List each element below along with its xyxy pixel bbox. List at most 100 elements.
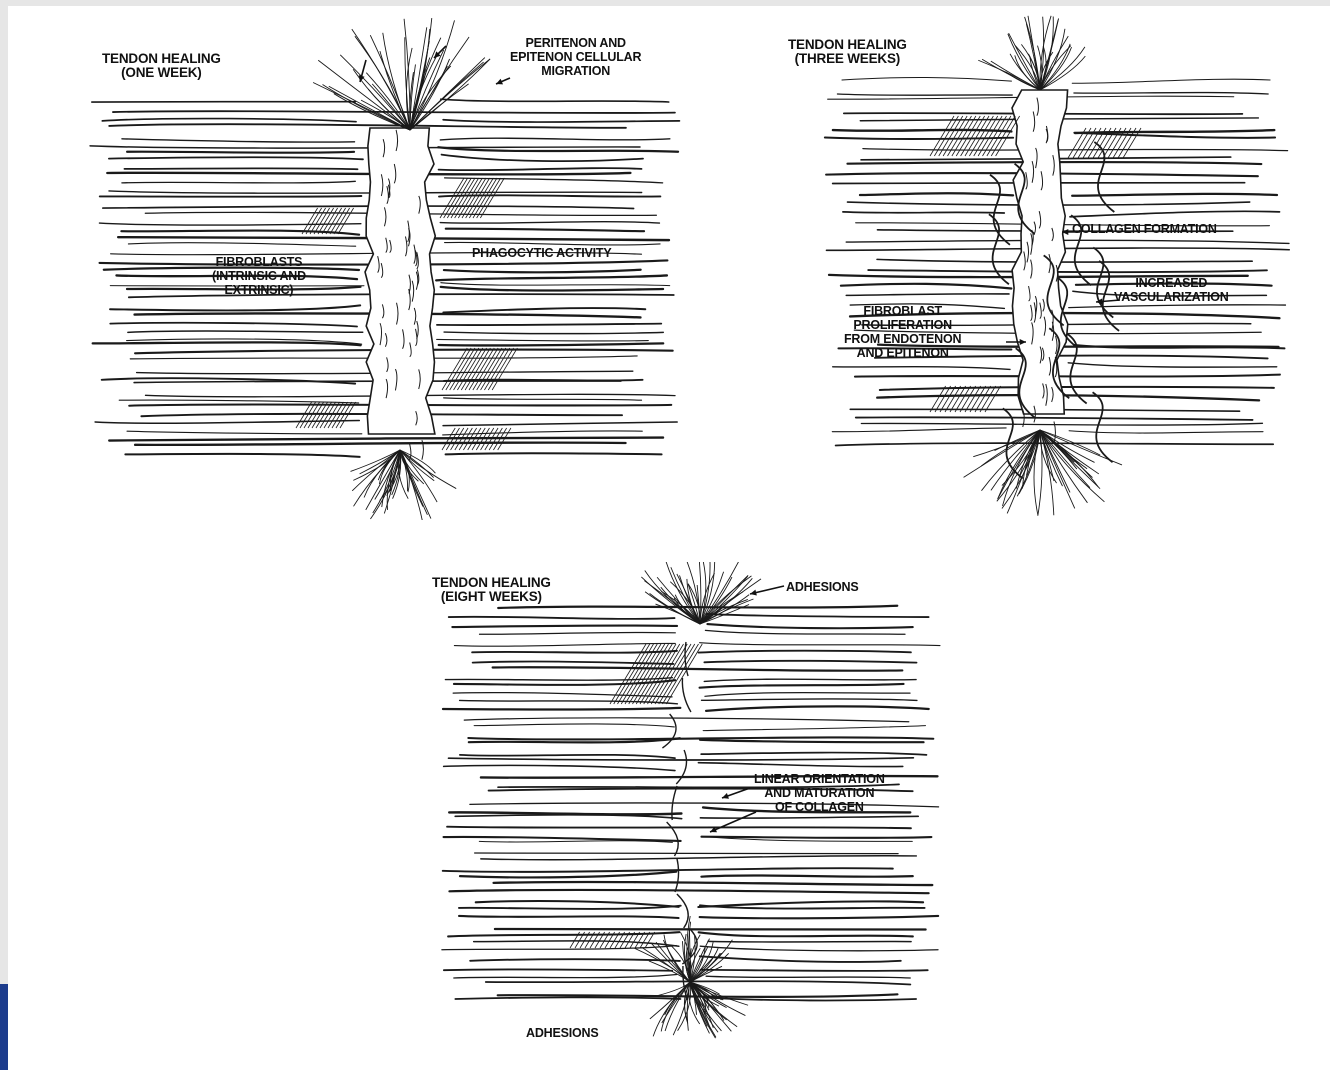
hatch-mark	[328, 402, 344, 428]
label-cellular-migration: PERITENON ANDEPITENON CELLULARMIGRATION	[510, 36, 641, 78]
hatch-mark	[477, 348, 502, 390]
collagen-fiber	[128, 331, 363, 332]
collagen-fiber	[93, 342, 361, 345]
collagen-fiber	[702, 699, 917, 701]
collagen-fiber	[109, 438, 663, 441]
collagen-fiber	[447, 827, 911, 829]
vessel-stroke	[990, 175, 1010, 245]
hatch-mark	[316, 402, 332, 428]
collagen-fiber	[439, 343, 663, 345]
collagen-fiber	[474, 724, 674, 727]
hatch-mark	[442, 348, 467, 390]
collagen-fiber	[699, 651, 911, 653]
collagen-fiber	[449, 890, 928, 893]
collagen-fiber	[700, 643, 940, 646]
collagen-fiber	[1072, 194, 1277, 196]
collagen-fiber	[700, 740, 924, 742]
collagen-fiber	[1072, 79, 1270, 83]
collagen-fiber	[868, 270, 1267, 272]
scar-contour	[677, 894, 688, 928]
label-fibroblast-proliferation: FIBROBLASTPROLIFERATIONFROM ENDOTENONAND…	[844, 304, 961, 360]
collagen-fiber	[1074, 93, 1268, 94]
collagen-fiber	[449, 617, 675, 619]
collagen-fiber	[444, 270, 641, 273]
collagen-fiber	[444, 837, 681, 841]
collagen-fiber	[440, 138, 669, 140]
hatch-mark	[455, 178, 479, 218]
collagen-fiber	[109, 157, 363, 159]
hatch-mark	[310, 208, 326, 234]
hatch-mark	[320, 402, 336, 428]
hatch-mark	[492, 348, 517, 390]
collagen-fiber	[701, 837, 931, 838]
collagen-fiber	[698, 901, 923, 907]
hatch-mark	[454, 348, 479, 390]
collagen-fiber	[128, 243, 355, 247]
collagen-fiber	[439, 168, 642, 170]
hatch-mark	[312, 402, 328, 428]
adhesion-strand	[340, 55, 410, 130]
collagen-fiber	[475, 853, 898, 854]
collagen-fiber	[701, 876, 912, 877]
tendon-repair-site	[365, 128, 435, 434]
hatch-mark	[334, 208, 350, 234]
collagen-fiber	[486, 981, 911, 984]
hatch-mark	[488, 348, 513, 390]
collagen-fiber	[498, 606, 897, 608]
tendon-repair-site	[1012, 90, 1068, 414]
arrow-head	[722, 793, 729, 799]
collagen-fiber	[476, 901, 679, 907]
collagen-fiber	[877, 259, 1252, 262]
adhesion-strand	[329, 86, 410, 130]
hatch-mark	[324, 402, 340, 428]
collagen-fiber	[708, 941, 911, 942]
collagen-fiber	[448, 932, 679, 936]
collagen-fiber	[135, 443, 625, 445]
collagen-fiber	[700, 956, 901, 962]
collagen-fiber	[460, 755, 675, 758]
hatch-mark	[473, 178, 497, 218]
hatch-mark	[440, 178, 464, 218]
hatch-mark	[306, 208, 322, 234]
collagen-fiber	[698, 763, 902, 767]
hatch-mark	[648, 644, 684, 704]
hatch-mark	[447, 178, 471, 218]
collagen-fiber	[90, 146, 640, 148]
collagen-fiber	[1075, 130, 1274, 133]
collagen-fiber	[459, 916, 678, 918]
collagen-fiber	[441, 287, 663, 291]
vessel-stroke	[1093, 392, 1113, 462]
collagen-fiber	[441, 283, 670, 286]
hatch-mark	[308, 402, 324, 428]
collagen-fiber	[706, 706, 929, 710]
collagen-fiber	[495, 929, 926, 930]
hatch-mark	[338, 208, 354, 234]
hatch-mark	[651, 644, 687, 704]
collagen-fiber	[479, 632, 675, 634]
collagen-fiber	[863, 149, 1288, 151]
label-increased-vascularization: INCREASEDVASCULARIZATION	[1114, 276, 1229, 304]
collagen-fiber	[700, 684, 904, 688]
scar-contour	[675, 858, 679, 892]
collagen-fiber	[100, 196, 362, 197]
collagen-fiber	[473, 662, 674, 664]
collagen-fiber	[119, 400, 358, 403]
collagen-fiber	[472, 651, 677, 653]
adhesion-strand	[661, 982, 690, 1031]
collagen-fiber	[833, 367, 1010, 370]
collagen-fiber	[125, 454, 359, 457]
panel-eight-weeks: TENDON HEALING(EIGHT WEEKS) ADHESIONS LI…	[420, 562, 960, 1062]
panel-title: TENDON HEALING(EIGHT WEEKS)	[432, 576, 551, 604]
collagen-fiber	[700, 816, 918, 818]
hatch-mark	[330, 208, 346, 234]
collagen-fiber	[880, 387, 1274, 390]
collagen-fiber	[445, 242, 660, 245]
collagen-fiber	[861, 423, 1262, 425]
hatch-mark	[326, 208, 342, 234]
collagen-fiber	[706, 614, 928, 617]
collagen-fiber	[699, 932, 913, 936]
collagen-fiber	[110, 305, 360, 310]
collagen-fiber	[446, 229, 644, 232]
collagen-fiber	[832, 428, 1006, 432]
collagen-fiber	[705, 693, 910, 697]
